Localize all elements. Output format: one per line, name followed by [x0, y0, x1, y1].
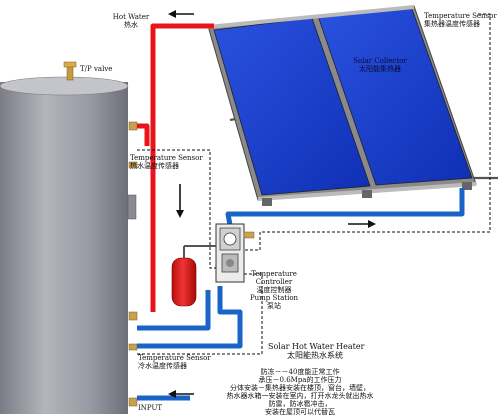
- input-label: INPUT: [138, 404, 163, 412]
- note-line: 承压－0.6Mpa的工作压力: [258, 376, 342, 384]
- note-line: 分体安装－集热器安装在楼顶，窗台，墙壁，: [230, 384, 370, 392]
- tp-valve: [63, 61, 77, 81]
- tp-valve-label: T/P valve: [80, 65, 113, 73]
- collector-sensor-label: Temperature Sensor 集热器温度传感器: [424, 12, 497, 28]
- tank-sensor-label-en: Temperature Sensor: [130, 154, 203, 162]
- controller-label-en-1: Temperature: [251, 270, 297, 278]
- arrow-left-icon: [168, 390, 194, 398]
- solar-collector-label-cn: 太阳能集热器: [359, 65, 401, 73]
- cold-sensor-label: Temperature Sensor 冷水温度传感器: [138, 354, 211, 370]
- arrow-left-icon: [168, 10, 194, 18]
- hot-water-pipe: [137, 23, 214, 312]
- collector-sensor-label-en: Temperature Sensor: [424, 12, 497, 20]
- heater-label-en: Solar Hot Water Heater: [268, 342, 365, 351]
- hot-water-label-en: Hot Water: [112, 13, 150, 21]
- tank-sensor-label: Temperature Sensor 热水温度传感器: [130, 154, 203, 170]
- controller-label-en-2: Controller: [255, 278, 293, 286]
- arrow-down-icon: [176, 184, 184, 218]
- sensor-wiring: [137, 13, 491, 355]
- solar-collector: [207, 5, 498, 206]
- note-line: 防冻－－40度能正常工作: [260, 368, 340, 376]
- note-line: 防雷，防冰雹冲击，: [268, 400, 332, 408]
- pump-station-label-cn: 泵站: [267, 302, 281, 310]
- collector-sensor-label-cn: 集热器温度传感器: [424, 20, 480, 28]
- heater-label: Solar Hot Water Heater 太阳能热水系统: [268, 342, 365, 360]
- pump-station: [215, 223, 255, 283]
- expansion-tank: [171, 245, 216, 307]
- feature-notes: 防冻－－40度能正常工作 承压－0.6Mpa的工作压力 分体安装－集热器安装在楼…: [214, 368, 386, 416]
- cold-sensor-label-cn: 冷水温度传感器: [138, 362, 187, 370]
- hot-water-label: Hot Water 热水: [106, 13, 156, 29]
- cold-sensor-label-en: Temperature Sensor: [138, 354, 211, 362]
- note-line: 安装在屋顶可以代替瓦: [265, 408, 335, 416]
- solar-collector-label-en: Solar Collector: [353, 57, 407, 65]
- heater-label-cn: 太阳能热水系统: [287, 351, 343, 360]
- storage-tank: [0, 76, 137, 414]
- tank-sensor-label-cn: 热水温度传感器: [130, 162, 179, 170]
- solar-collector-label: Solar Collector 太阳能集热器: [350, 57, 410, 73]
- tank-fittings: [128, 121, 138, 407]
- controller-label: Temperature Controller 温度控制器 Pump Statio…: [246, 270, 302, 310]
- note-line: 热水器水箱一安装在室内，打开水龙头就出热水: [226, 392, 374, 400]
- hot-water-label-cn: 热水: [124, 21, 138, 29]
- arrow-right-icon: [348, 220, 376, 228]
- pump-station-label-en: Pump Station: [249, 294, 299, 302]
- controller-label-cn: 温度控制器: [256, 286, 292, 294]
